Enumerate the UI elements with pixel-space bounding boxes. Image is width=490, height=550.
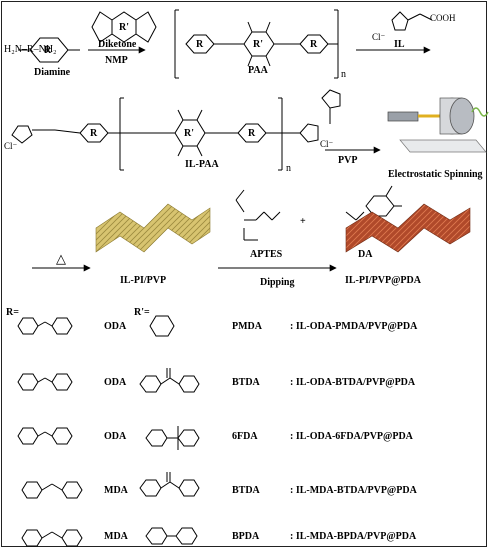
final-product-name: IL-PI/PVP@PDA [345,275,421,286]
legend-row-5-product: : IL-MDA-BPDA/PVP@PDA [290,531,417,542]
il-structure [391,11,433,31]
paa-ring-R2: R [310,39,318,50]
dianhydride-structure [91,11,157,43]
dianhydride-label: Diketone [98,39,137,50]
legend-row-2-rprime: BTDA [232,377,260,388]
mda-structure-2 [21,529,83,547]
electrospinning-device [387,97,489,153]
legend-row-5-r: MDA [104,531,128,542]
legend-row-3-r: ODA [104,431,127,442]
il-paa-ring-R2: R [248,128,256,139]
legend-row-3-product: : IL-ODA-6FDA/PVP@PDA [290,431,413,442]
il-paa-ring-R1: R [90,128,98,139]
oda-structure-2 [17,373,73,391]
diamine-ring-R: R [44,45,52,56]
il-paa-name: IL-PAA [185,159,219,170]
il-paa-repeat-n: n [286,163,291,174]
6fda-core [145,426,200,450]
membrane-plain [95,203,211,253]
il-paa-chloride-right: Cl⁻ [320,139,334,149]
oda-structure-3 [17,427,73,445]
legend-rprime-header: R'= [134,307,150,318]
il-cooh: COOH [430,13,456,23]
legend-row-4-r: MDA [104,485,128,496]
legend-row-4-rprime: BTDA [232,485,260,496]
il-paa-chloride-left: Cl⁻ [4,141,18,151]
aptes-structure [235,189,281,241]
solvent-label: NMP [105,55,128,66]
legend-structures [17,315,200,547]
legend-row-4-product: : IL-MDA-BTDA/PVP@PDA [290,485,417,496]
pvp-structure [321,89,341,124]
paa-repeat-n: n [341,69,346,80]
legend-row-1-product: : IL-ODA-PMDA/PVP@PDA [290,321,418,332]
electrospinning-label: Electrostatic Spinning [388,169,483,180]
dipping-label: Dipping [260,277,295,288]
paa-ring-Rprime: R' [253,39,263,50]
plus-sign: + [300,216,306,227]
pmda-core-benzene [149,315,175,337]
legend-row-5-rprime: BPDA [232,531,260,542]
aptes-name: APTES [250,249,283,260]
legend-row-2-product: : IL-ODA-BTDA/PVP@PDA [290,377,416,388]
il-chloride: Cl⁻ [372,32,386,42]
diamine-name: Diamine [34,67,71,78]
il-name: IL [394,39,405,50]
heat-symbol: △ [56,251,66,266]
il-paa-ring-Rprime: R' [184,128,194,139]
dopamine-structure [345,185,402,221]
paa-name: PAA [248,65,268,76]
paa-ring-R1: R [196,39,204,50]
legend-row-1-rprime: PMDA [232,321,262,332]
membrane-coated [345,203,471,253]
bpda-core [145,527,198,545]
paa-structure [174,9,339,79]
da-name: DA [358,249,373,260]
mda-structure-1 [21,481,83,499]
oda-structure-1 [17,317,73,335]
diamine-ring [18,37,80,63]
btda-core-2 [139,472,200,497]
diamine-formula: H₂N–R–NH₂ [4,44,57,55]
dianhydride-Rprime: R' [119,22,129,33]
legend-row-1-r: ODA [104,321,127,332]
legend-row-2-r: ODA [104,377,127,388]
il-paa-structure [11,97,319,171]
legend-r-header: R= [6,307,19,318]
pvp-label: PVP [338,155,358,166]
membrane-plain-name: IL-PI/PVP [120,275,167,286]
legend-row-3-rprime: 6FDA [232,431,258,442]
btda-core-1 [139,368,200,393]
